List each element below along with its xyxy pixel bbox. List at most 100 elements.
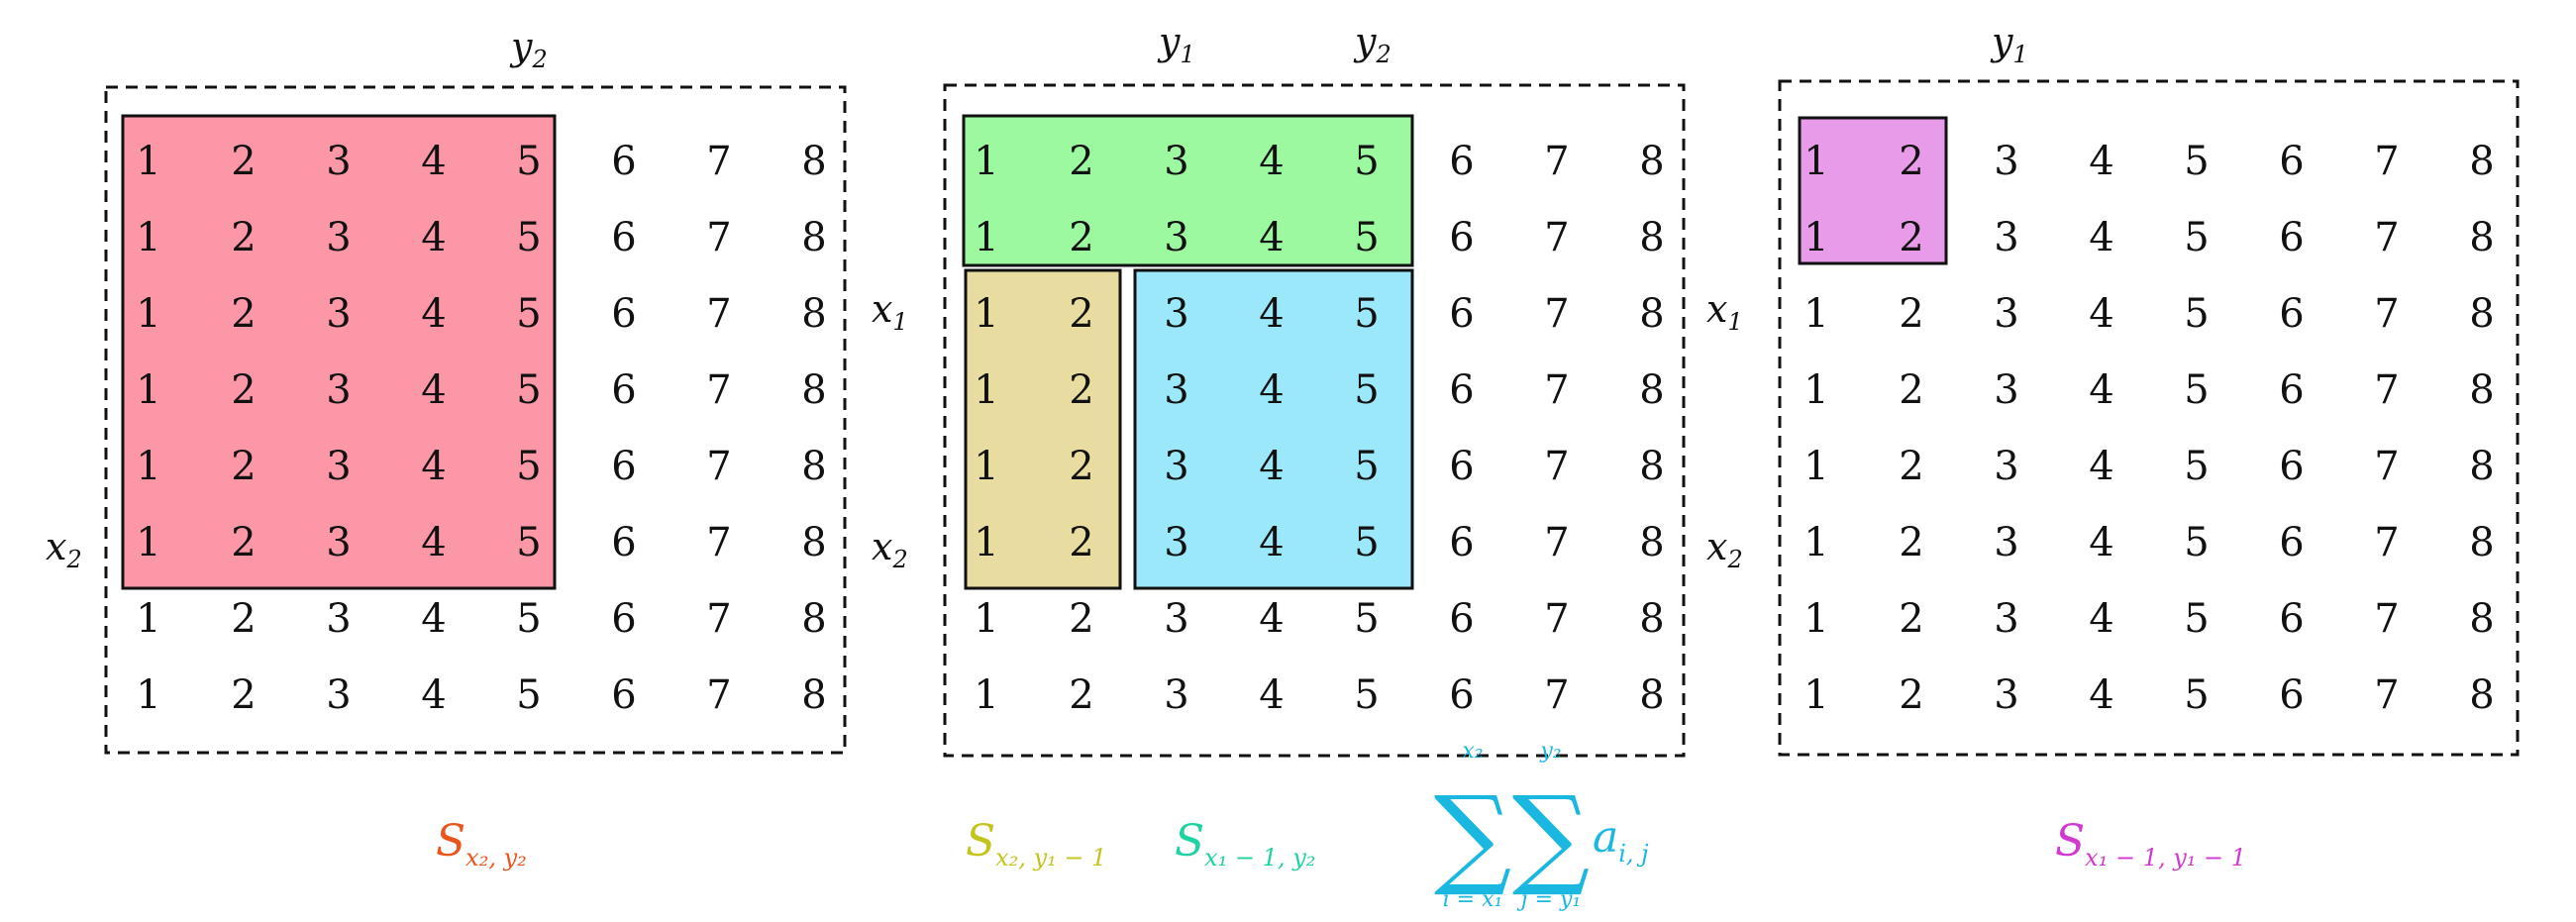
panel-1-cell: 6 [611, 215, 636, 260]
panel-1-cell: 6 [611, 672, 636, 718]
panel-1-cell: 2 [231, 139, 256, 184]
panel-1-cell: 3 [326, 444, 351, 489]
panel-3-cell: 5 [2184, 215, 2209, 260]
panel-1-cell: 3 [326, 215, 351, 260]
panel-3-cell: 8 [2469, 215, 2494, 260]
panel-2-top-label-y1: y1 [1157, 20, 1195, 68]
panel-3-cell: 7 [2374, 672, 2399, 718]
panel-2-cell: 4 [1259, 291, 1284, 337]
panel-3-cell: 6 [2279, 215, 2304, 260]
panel-1-cell: 4 [421, 291, 446, 337]
panel-1-cell: 1 [136, 520, 160, 565]
caption-s-x1minus1-y1minus1: Sx₁ − 1, y₁ − 1 [2055, 816, 2246, 871]
panel-1-cell: 8 [801, 596, 826, 642]
panel-1-cell: 4 [421, 215, 446, 260]
panel-1-cell: 8 [801, 520, 826, 565]
panel-1-cell: 6 [611, 367, 636, 413]
panel-2-cell: 1 [974, 672, 998, 718]
panel-1-cell: 3 [326, 672, 351, 718]
panel-1-cell: 6 [611, 444, 636, 489]
panel-2-cell: 3 [1164, 367, 1188, 413]
panel-2-cell: 1 [974, 520, 998, 565]
panel-3-cell: 3 [1994, 444, 2018, 489]
panel-1-cell: 7 [706, 444, 731, 489]
panel-2-cell: 5 [1354, 672, 1379, 718]
panel-2-cell: 7 [1544, 672, 1569, 718]
panel-3-cell: 4 [2089, 139, 2113, 184]
panel-1-cell: 1 [136, 367, 160, 413]
panel-1-cell: 2 [231, 215, 256, 260]
panel-2-cell: 2 [1069, 672, 1093, 718]
panel-3-cell: 5 [2184, 596, 2209, 642]
panel-3-cell: 2 [1899, 139, 1923, 184]
caption-s-x2-y2: Sx₂, y₂ [436, 816, 527, 871]
panel-3-cell: 2 [1899, 367, 1923, 413]
panel-1-cell: 5 [516, 520, 541, 565]
panel-3-cell: 4 [2089, 520, 2113, 565]
panel-1-cell: 4 [421, 367, 446, 413]
panel-3-cell: 1 [1803, 139, 1828, 184]
panel-3-cell: 6 [2279, 291, 2304, 337]
panel-1-cell: 5 [516, 139, 541, 184]
region-s-x2-y1minus1 [964, 268, 1122, 590]
panel-2-cell: 8 [1639, 520, 1664, 565]
panel-1-cell: 4 [421, 444, 446, 489]
panel-3-cell: 2 [1899, 215, 1923, 260]
panel-3-cell: 1 [1803, 291, 1828, 337]
panel-2-cell: 1 [974, 291, 998, 337]
panel-3-cell: 1 [1803, 367, 1828, 413]
panel-2-cell: 1 [974, 367, 998, 413]
panel-1-cell: 7 [706, 520, 731, 565]
panel-3-cell: 7 [2374, 520, 2399, 565]
panel-1-cell: 5 [516, 444, 541, 489]
panel-1-cell: 1 [136, 291, 160, 337]
panel-2-cell: 4 [1259, 520, 1284, 565]
panel-2-cell: 6 [1449, 139, 1474, 184]
sum1-sigma: ∑ [1434, 772, 1512, 899]
panel-2-cell: 2 [1069, 520, 1093, 565]
panel-2-cell: 7 [1544, 520, 1569, 565]
panel-3-cell: 4 [2089, 367, 2113, 413]
panel-2-cell: 3 [1164, 215, 1188, 260]
region-s-x1minus1-y1minus1 [1798, 116, 1948, 265]
panel-3-top-label-y1: y1 [1990, 20, 2028, 68]
panel-2-cell: 6 [1449, 444, 1474, 489]
region-sum-x1-x2-y1-y2 [1133, 268, 1414, 590]
panel-2-cell: 6 [1449, 291, 1474, 337]
panel-1-cell: 5 [516, 291, 541, 337]
panel-2-cell: 8 [1639, 444, 1664, 489]
panel-1-cell: 2 [231, 444, 256, 489]
panel-2-cell: 4 [1259, 367, 1284, 413]
panel-2-cell: 3 [1164, 672, 1188, 718]
sum2-sigma: ∑ [1512, 772, 1591, 899]
panel-1-cell: 2 [231, 367, 256, 413]
region-s-x1minus1-y2 [962, 114, 1414, 267]
panel-3-cell: 8 [2469, 291, 2494, 337]
panel-3-side-label-x2: x2 [1706, 525, 1743, 573]
panel-3-side-label-x1: x1 [1706, 287, 1743, 336]
sum2-upper: y₂ [1539, 739, 1561, 764]
panel-1-cell: 7 [706, 291, 731, 337]
panel-2-cell: 5 [1354, 291, 1379, 337]
panel-1-cell: 5 [516, 596, 541, 642]
panel-1-cell: 2 [231, 596, 256, 642]
panel-3-cell: 4 [2089, 291, 2113, 337]
panel-2-cell: 4 [1259, 139, 1284, 184]
panel-1-cell: 3 [326, 596, 351, 642]
panel-3-cell: 2 [1899, 672, 1923, 718]
panel-2-cell: 5 [1354, 139, 1379, 184]
panel-3-cell: 2 [1899, 444, 1923, 489]
panel-2-cell: 6 [1449, 367, 1474, 413]
panel-3-cell: 3 [1994, 139, 2018, 184]
panel-2-cell: 3 [1164, 139, 1188, 184]
panel-3-cell: 7 [2374, 596, 2399, 642]
panel-2-top-label-y2: y2 [1353, 20, 1391, 68]
panel-2-cell: 8 [1639, 215, 1664, 260]
panel-1-cell: 3 [326, 139, 351, 184]
panel-3-cell: 3 [1994, 596, 2018, 642]
panel-3-cell: 3 [1994, 291, 2018, 337]
panel-2-cell: 1 [974, 444, 998, 489]
